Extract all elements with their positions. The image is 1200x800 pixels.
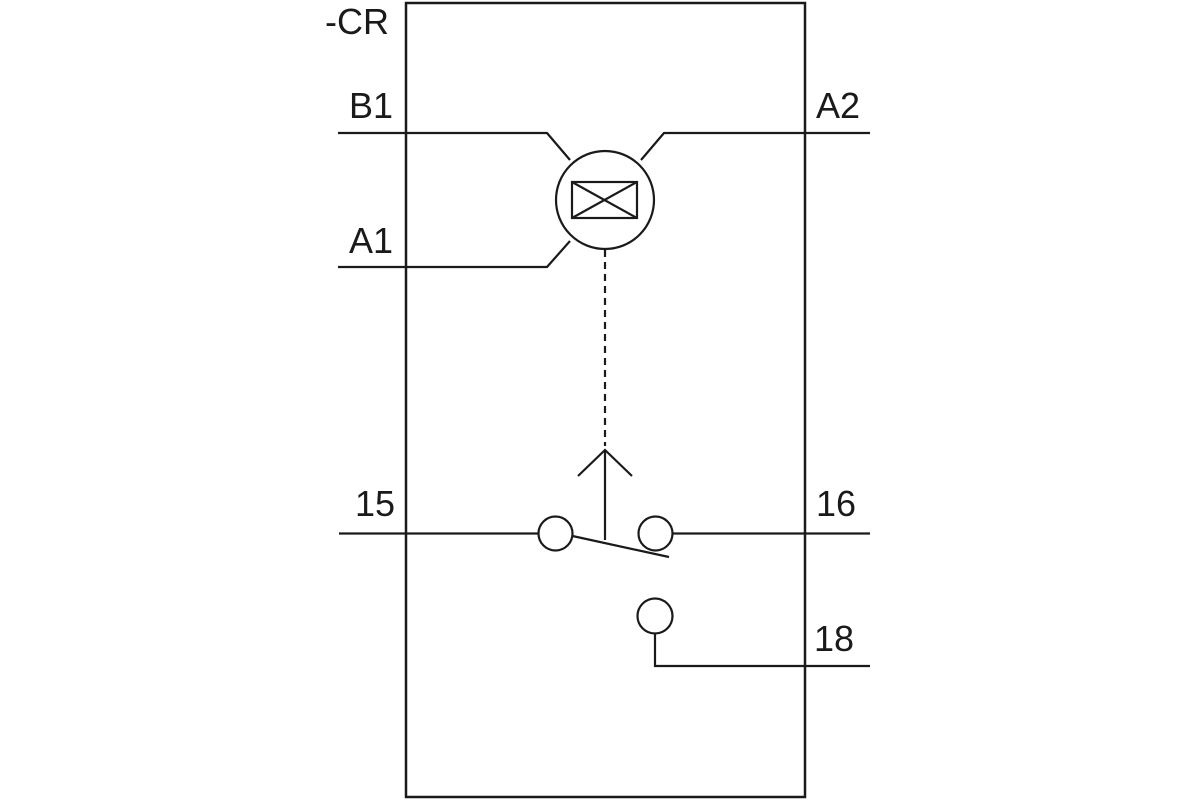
contact-circle-nc: [637, 515, 674, 552]
terminal-label-a2: A2: [816, 85, 860, 126]
terminal-label-a1: A1: [349, 220, 393, 261]
component-ref-label: -CR: [325, 1, 389, 42]
contact-blade: [572, 534, 670, 559]
contact-circle-no: [636, 597, 674, 635]
terminal-label-15: 15: [355, 483, 395, 524]
terminal-label-b1: B1: [349, 85, 393, 126]
lead-a2: [640, 131, 870, 161]
coil-rect-diagonal-2: [571, 181, 638, 219]
coil-rect: [570, 180, 639, 220]
actuator-arrow: [577, 448, 633, 540]
coil-symbol: [554, 149, 656, 251]
terminal-label-18: 18: [814, 618, 854, 659]
lead-a1: [338, 240, 571, 269]
lead-b1: [338, 131, 571, 161]
lead-18: [653, 633, 870, 668]
relay-enclosure-outline: [404, 1, 807, 799]
terminal-label-16: 16: [816, 483, 856, 524]
contact-circle-common: [537, 515, 574, 552]
